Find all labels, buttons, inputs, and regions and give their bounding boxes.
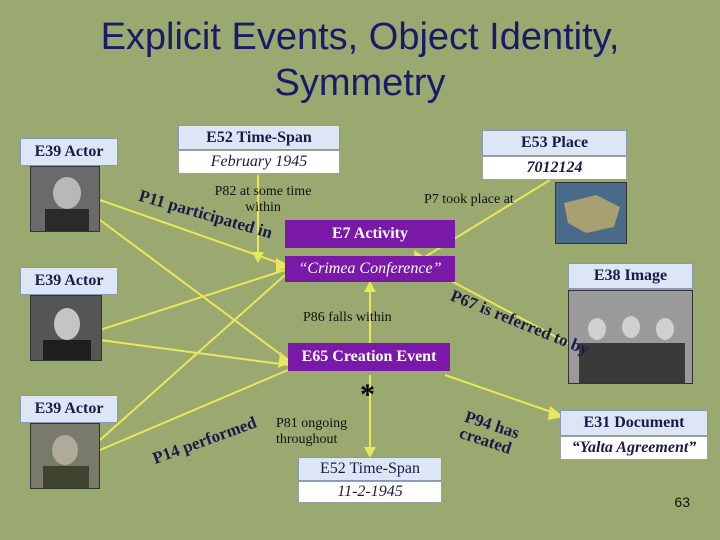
churchill-photo [30,166,100,232]
slide-title: Explicit Events, Object Identity, Symmet… [0,14,720,106]
property-p86: P86 falls within [303,310,392,325]
star-marker: * [360,378,375,411]
edge-p11-actor3 [99,274,286,441]
page-number: 63 [674,494,690,510]
edge-p67 [439,274,591,356]
property-p82: P82 at some time within [214,184,312,215]
activity-value: “Crimea Conference” [285,256,455,282]
property-p7: P7 took place at [424,192,514,207]
crimea-map-image [555,182,627,244]
title-line-1: Explicit Events, Object Identity, [100,16,620,58]
actor-1-box: E39 Actor [20,138,118,166]
image-box: E38 Image [568,263,693,289]
actor-3-box: E39 Actor [20,395,118,423]
edge-p11-actor2 [99,269,286,331]
edge-p14-actor1 [99,219,289,361]
place-box: E53 Place [482,130,627,156]
document-value: “Yalta Agreement” [560,436,708,460]
activity-box: E7 Activity [285,220,455,248]
title-line-2: Symmetry [274,62,446,104]
edge-p94 [444,374,561,416]
roosevelt-photo [30,295,102,361]
yalta-photo [568,290,693,384]
document-box: E31 Document [560,410,708,436]
actor-2-box: E39 Actor [20,267,118,295]
property-p81: P81 ongoing throughout [276,416,348,447]
timespan-1-value: February 1945 [178,150,340,174]
creation-event-box: E65 Creation Event [288,343,450,371]
stalin-photo [30,423,100,489]
edge-p14-actor2 [99,339,289,366]
edge-p14-actor3 [99,369,289,451]
timespan-2-value: 11-2-1945 [298,481,442,503]
place-value: 7012124 [482,156,627,180]
timespan-1-box: E52 Time-Span [178,125,340,150]
timespan-2-box: E52 Time-Span [298,457,442,481]
